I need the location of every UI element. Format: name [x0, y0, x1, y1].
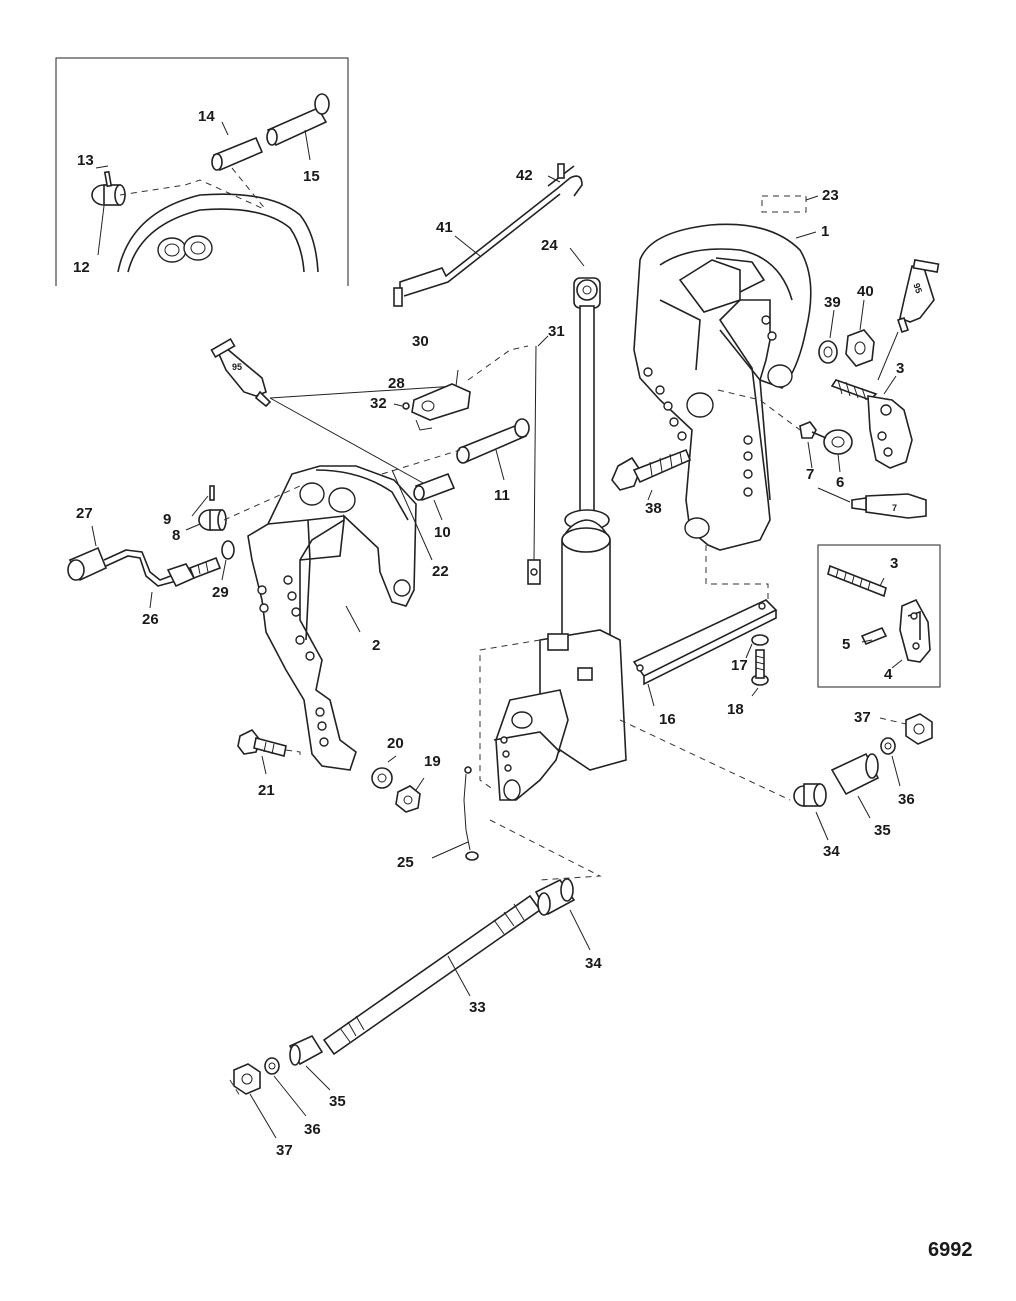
sleeve-10 — [413, 472, 456, 502]
washer-39 — [818, 340, 838, 364]
washer-17 — [751, 634, 769, 646]
label-38: 38 — [645, 500, 662, 517]
label-39: 39 — [824, 294, 841, 311]
sealant-tube-right — [896, 259, 940, 334]
label-7a: 7 — [806, 466, 814, 483]
washer-20 — [371, 767, 393, 789]
tube-label-95-right: 95 — [911, 282, 924, 295]
clamp-bracket-left — [247, 465, 417, 771]
knob-6 — [823, 429, 853, 455]
label-36b: 36 — [304, 1121, 321, 1138]
washer-36-right — [880, 737, 896, 755]
pivot-pin — [266, 93, 330, 147]
nut-19 — [395, 785, 421, 813]
inset-detail-lever — [817, 544, 941, 688]
decal-placeholder — [761, 195, 807, 213]
nut-37-right — [905, 713, 933, 745]
tube-label-7: 7 — [892, 503, 897, 513]
inset-detail-pin — [55, 57, 349, 286]
nut-40 — [845, 329, 875, 367]
tilt-lock-rod — [393, 163, 583, 307]
label-18: 18 — [727, 701, 744, 718]
label-10: 10 — [434, 524, 451, 541]
label-5: 5 — [842, 636, 850, 653]
label-36a: 36 — [898, 791, 915, 808]
bushing-34-lower — [534, 878, 576, 916]
label-24: 24 — [541, 237, 558, 254]
label-14: 14 — [198, 108, 215, 125]
washer-36-lower — [264, 1057, 280, 1075]
part-labels: 1 2 3 3 4 5 6 7 8 9 10 11 12 13 14 15 16… — [73, 108, 915, 1159]
nut-37-lower — [233, 1063, 261, 1095]
bolt-7 — [799, 421, 827, 439]
label-32: 32 — [370, 395, 387, 412]
pin-cap — [91, 184, 126, 206]
sleeve — [211, 136, 264, 172]
lanyard-25 — [463, 766, 479, 861]
label-2: 2 — [372, 637, 380, 654]
clamp-bracket-right — [633, 223, 817, 551]
label-29: 29 — [212, 584, 229, 601]
tilt-handle — [67, 546, 222, 588]
label-1: 1 — [821, 223, 829, 240]
bolt-38 — [611, 448, 692, 491]
label-27: 27 — [76, 505, 93, 522]
label-37b: 37 — [276, 1142, 293, 1159]
bushing-35-right — [830, 752, 880, 796]
sealant-tube-left — [210, 337, 272, 408]
cable-31 — [527, 345, 541, 585]
label-17: 17 — [731, 657, 748, 674]
label-35b: 35 — [329, 1093, 346, 1110]
label-35a: 35 — [874, 822, 891, 839]
label-23: 23 — [822, 187, 839, 204]
label-6: 6 — [836, 474, 844, 491]
label-40: 40 — [857, 283, 874, 300]
label-20: 20 — [387, 735, 404, 752]
label-4: 4 — [884, 666, 893, 683]
tie-bar — [632, 599, 778, 686]
label-9: 9 — [163, 511, 171, 528]
screw-18 — [751, 649, 769, 686]
label-33: 33 — [469, 999, 486, 1016]
label-15: 15 — [303, 168, 320, 185]
label-19: 19 — [424, 753, 441, 770]
label-3a: 3 — [896, 360, 904, 377]
label-3b: 3 — [890, 555, 898, 572]
bolt-21 — [237, 728, 287, 757]
figure-number: 6992 — [928, 1239, 973, 1261]
label-42: 42 — [516, 167, 533, 184]
label-21: 21 — [258, 782, 275, 799]
label-30: 30 — [412, 333, 429, 350]
pin-8 — [198, 509, 227, 531]
label-13: 13 — [77, 152, 94, 169]
label-41: 41 — [436, 219, 453, 236]
label-37a: 37 — [854, 709, 871, 726]
tilt-stop-lever — [830, 379, 913, 469]
label-34a: 34 — [823, 843, 840, 860]
tilt-tube — [322, 894, 542, 1056]
label-11: 11 — [494, 487, 510, 504]
label-31: 31 — [548, 323, 565, 340]
label-26: 26 — [142, 611, 159, 628]
pivot-pin-11 — [456, 418, 530, 464]
washer-29 — [221, 540, 235, 560]
label-34b: 34 — [585, 955, 602, 972]
label-12: 12 — [73, 259, 90, 276]
tilt-cylinder — [493, 277, 627, 801]
lubricant-tube — [851, 493, 927, 519]
bushing-34-right — [793, 783, 827, 807]
label-16: 16 — [659, 711, 676, 728]
label-8: 8 — [172, 527, 180, 544]
label-25: 25 — [397, 854, 414, 871]
label-22: 22 — [432, 563, 449, 580]
lock-pin-assembly — [402, 383, 471, 431]
bushing-35-lower — [288, 1034, 324, 1066]
tube-label-95-left: 95 — [232, 362, 242, 372]
label-28: 28 — [388, 375, 405, 392]
